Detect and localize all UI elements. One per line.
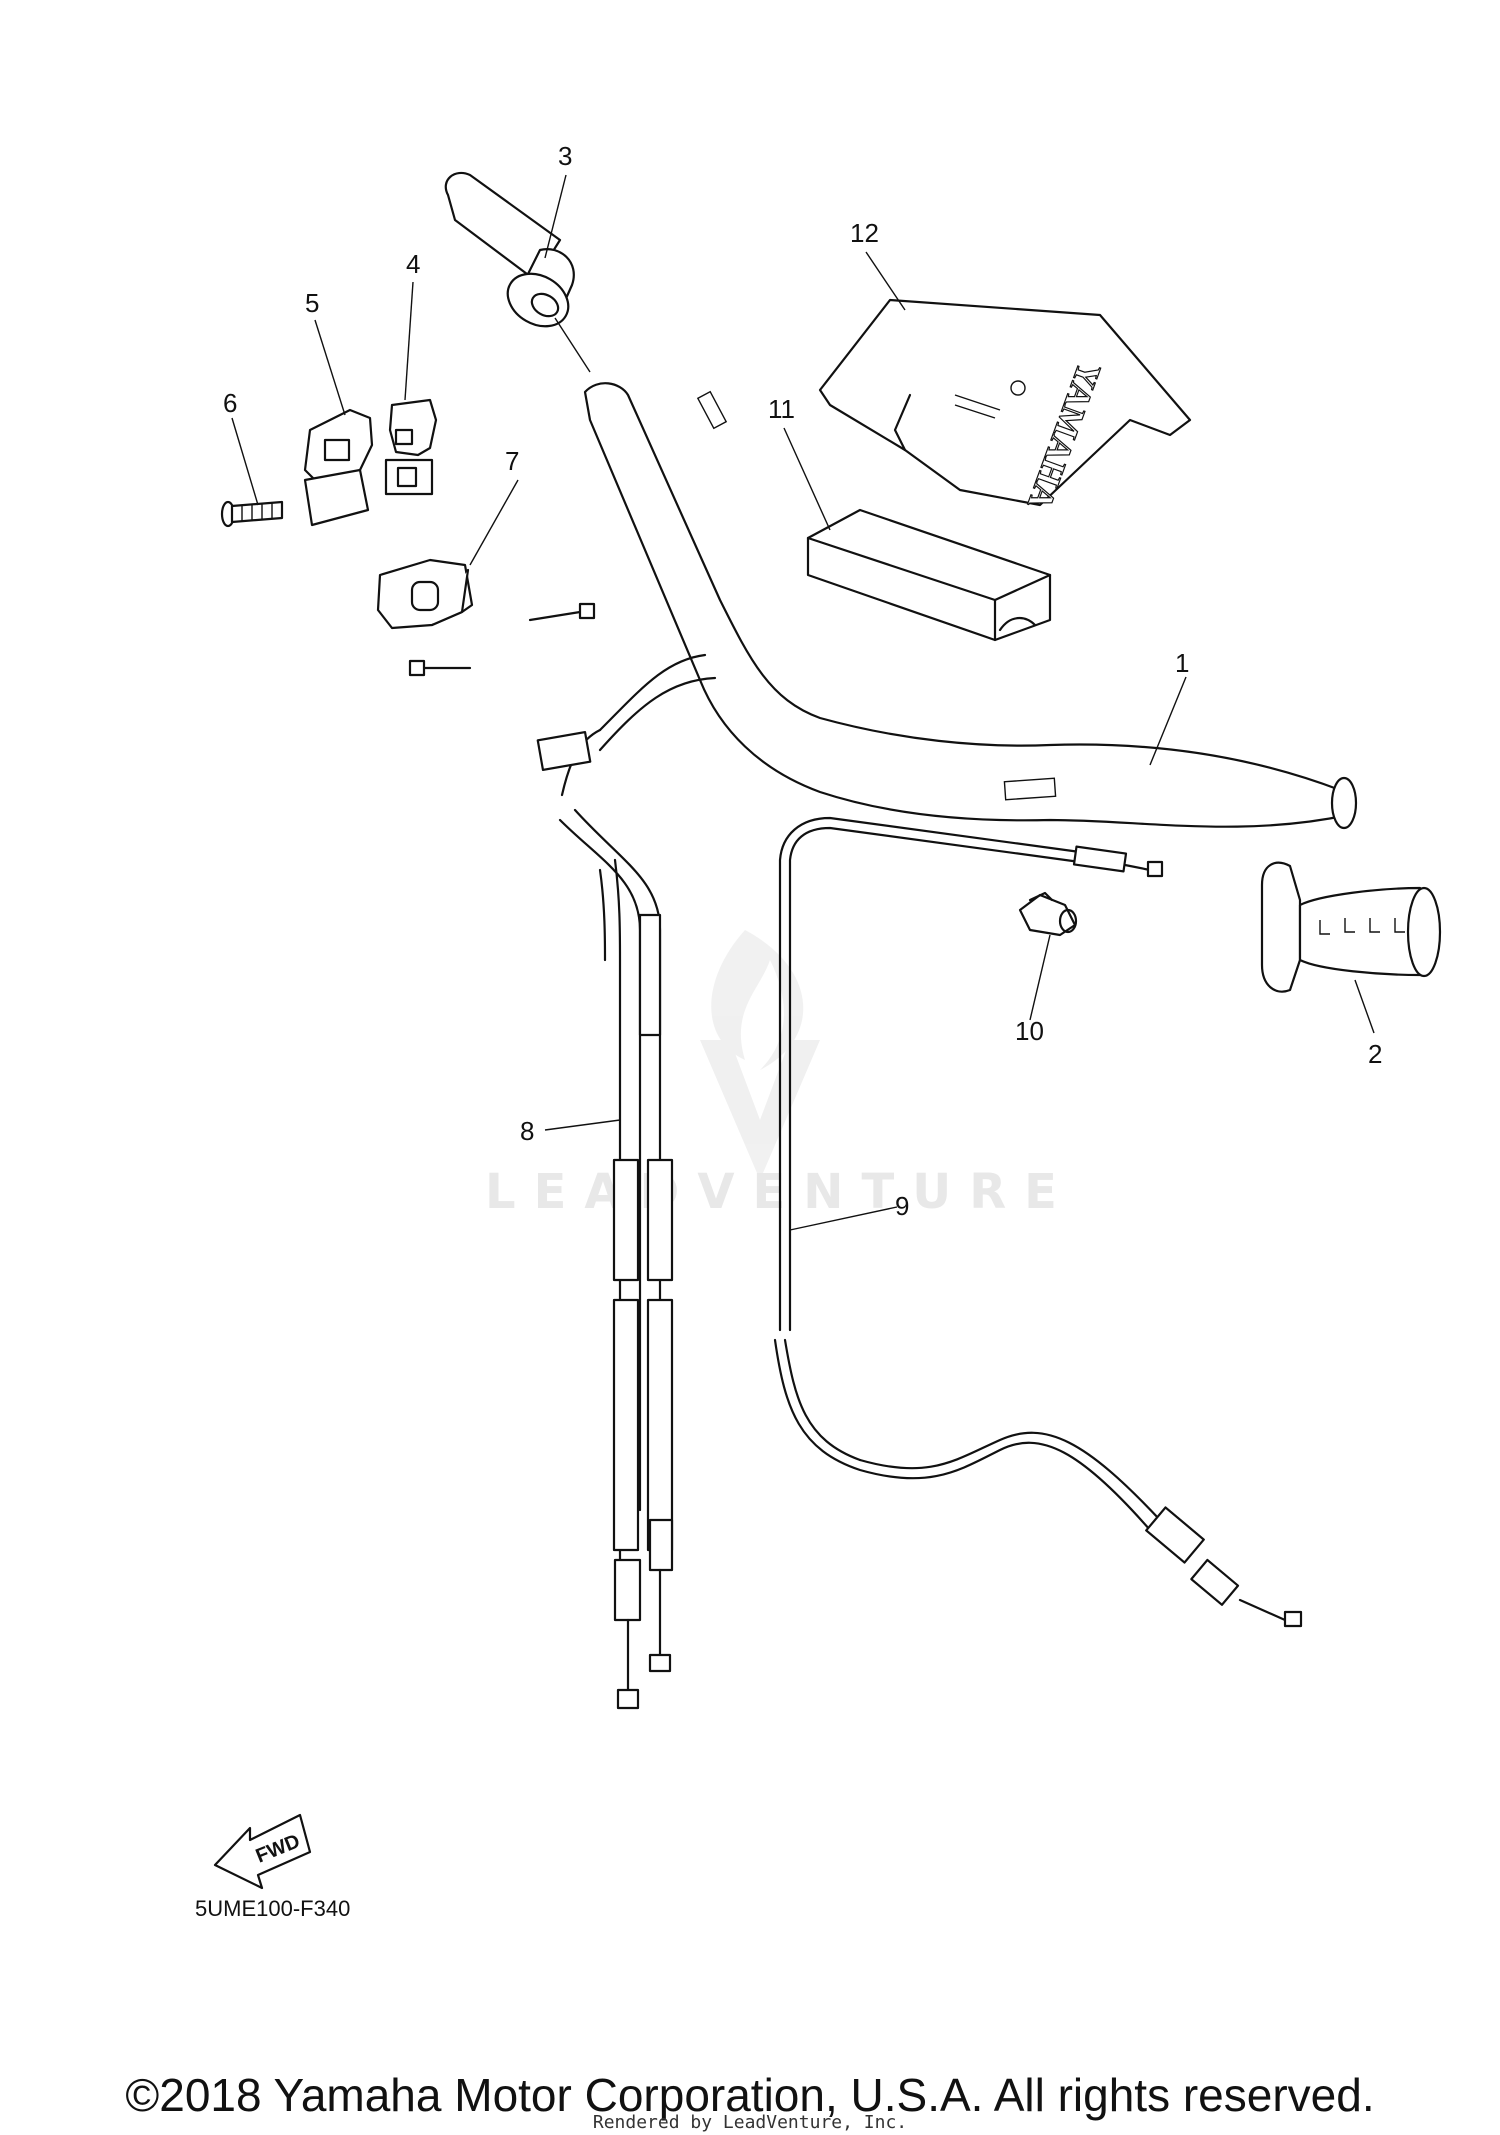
leader-lines bbox=[231, 174, 1375, 1231]
callout-5: 5 bbox=[305, 288, 319, 318]
clamp-part[interactable] bbox=[376, 558, 474, 630]
watermark: LEADVENTURE bbox=[485, 930, 1075, 1220]
holder-part-5[interactable] bbox=[303, 408, 374, 527]
callout-11: 11 bbox=[768, 394, 795, 424]
fwd-arrow-icon: FWD bbox=[213, 1813, 312, 1890]
holder-part-4[interactable] bbox=[384, 398, 438, 496]
callout-12: 12 bbox=[850, 218, 879, 248]
callout-1: 1 bbox=[1175, 648, 1189, 678]
cable-adjuster-part[interactable] bbox=[1018, 891, 1078, 937]
callout-8: 8 bbox=[520, 1116, 534, 1146]
callout-9: 9 bbox=[895, 1191, 909, 1221]
throttle-grip-part[interactable] bbox=[444, 171, 591, 373]
callout-6: 6 bbox=[223, 388, 237, 418]
left-grip-part[interactable] bbox=[1260, 861, 1442, 993]
diagram-code: 5UME100-F340 bbox=[195, 1896, 350, 1921]
screw-part[interactable] bbox=[220, 500, 284, 528]
throttle-cable-part[interactable] bbox=[408, 602, 717, 1710]
watermark-text: LEADVENTURE bbox=[485, 1164, 1075, 1220]
callout-7: 7 bbox=[505, 446, 519, 476]
handlebar-part[interactable] bbox=[583, 382, 1358, 830]
clutch-cable-part[interactable] bbox=[773, 816, 1303, 1628]
rendered-by-notice: Rendered by LeadVenture, Inc. bbox=[592, 2112, 908, 2133]
callout-4: 4 bbox=[406, 249, 420, 279]
callout-3: 3 bbox=[558, 141, 572, 171]
watermark-logo-icon bbox=[700, 930, 820, 1180]
callout-2: 2 bbox=[1368, 1039, 1382, 1069]
handlebar-cover-part[interactable]: YAMAHA bbox=[818, 298, 1192, 515]
handlebar-pad-part[interactable] bbox=[806, 508, 1052, 642]
callout-10: 10 bbox=[1015, 1016, 1044, 1046]
copyright-notice: ©2018 Yamaha Motor Corporation, U.S.A. A… bbox=[125, 2069, 1375, 2121]
callout-labels: 1 2 3 4 5 6 7 8 9 10 11 12 bbox=[223, 141, 1382, 1221]
